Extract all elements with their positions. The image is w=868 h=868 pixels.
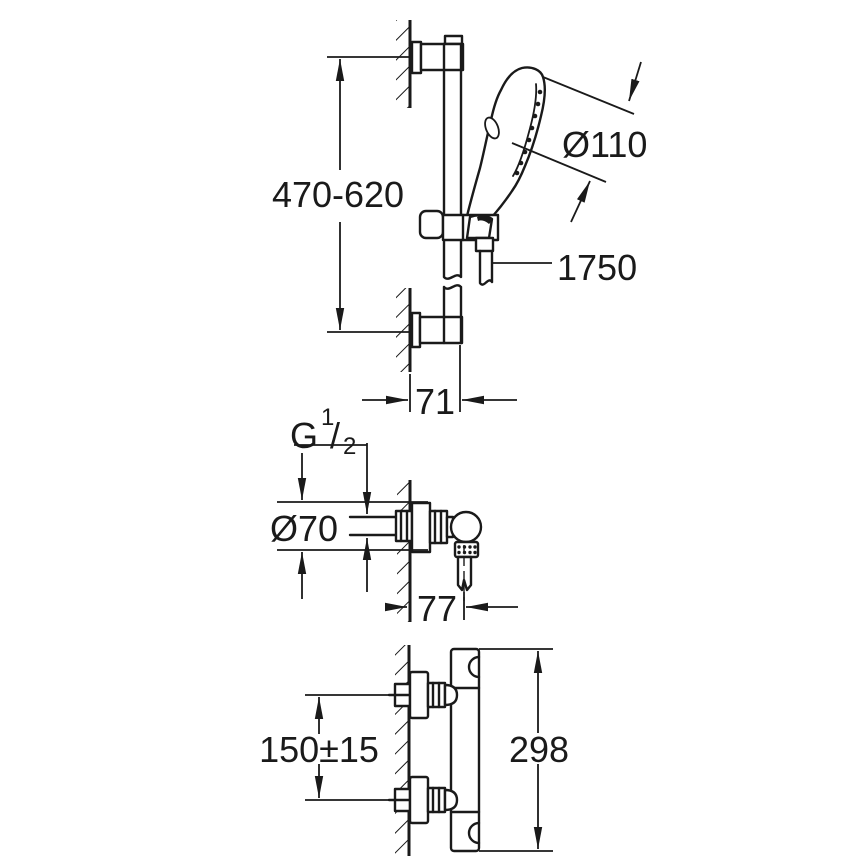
thread-numerator: 1	[321, 404, 334, 431]
wall-hatch-bottom	[396, 288, 409, 372]
dim-holder-offset-label: 77	[417, 588, 457, 629]
thread-size-label: G 1 / 2	[290, 404, 372, 592]
dimension-rail-offset: 71	[362, 345, 517, 422]
escutcheon-top	[408, 670, 430, 720]
dimension-rail-height: 470-620	[272, 56, 413, 333]
dim-hose-length-label: 1750	[557, 247, 637, 288]
thread-slash: /	[330, 415, 340, 456]
dim-body-width-label: 298	[509, 729, 569, 770]
thread-letter: G	[290, 415, 318, 456]
hose-connector	[474, 236, 495, 253]
view-slide-bar: 470-620 Ø110 1750 71	[272, 20, 647, 422]
union-nut	[428, 509, 449, 545]
dimension-head-diameter: Ø110	[511, 61, 647, 223]
top-bracket-flange	[410, 40, 423, 75]
dim-head-diameter-label: Ø110	[562, 124, 647, 165]
top-inlet-connection	[387, 670, 459, 720]
union-nut-bottom	[426, 786, 447, 814]
knurl-dots	[457, 545, 477, 555]
dim-rail-height-label: 470-620	[272, 174, 404, 215]
bottom-inlet-connection	[387, 775, 459, 825]
dimension-holder-offset: 77	[385, 588, 518, 629]
shower-rail	[442, 42, 463, 320]
rail-through-top-bracket	[442, 42, 463, 72]
ball-joint	[449, 510, 483, 544]
dimension-connection-spacing: 150±15	[259, 697, 379, 798]
top-bracket-body	[419, 42, 465, 72]
view-wall-holder: G 1 / 2 Ø70 77	[270, 404, 518, 629]
dim-escutcheon-diameter-label: Ø70	[270, 508, 338, 549]
dome-cap-bottom	[443, 788, 459, 812]
mixer-body	[449, 647, 481, 853]
knurled-nut	[453, 540, 480, 559]
dimension-hose-length: 1750	[492, 247, 637, 288]
spray-nozzles	[514, 89, 543, 176]
bottom-bracket-body	[418, 315, 464, 345]
hand-shower-head	[465, 66, 546, 219]
wall-hatch-thermostat	[395, 645, 408, 856]
dim-connection-spacing-label: 150±15	[259, 729, 379, 770]
spray-face-rim	[512, 83, 538, 177]
dimension-escutcheon-diameter: Ø70	[270, 453, 428, 599]
spray-mode-button	[484, 116, 500, 140]
holder-escutcheon	[410, 501, 432, 554]
handle-profile-arcs	[467, 655, 481, 845]
thread-nipple	[394, 509, 414, 543]
union-nut-facets	[433, 509, 443, 545]
union-nut-top	[426, 681, 447, 709]
dimension-body-width: 298	[509, 651, 569, 849]
thread-denominator: 2	[343, 433, 356, 460]
wall-hatch-top	[396, 20, 409, 108]
rail-through-bottom-bracket	[442, 316, 463, 345]
nipple-facets	[399, 509, 409, 543]
view-thermostat: 150±15 298	[259, 645, 569, 856]
holder-clamp-knob	[418, 209, 445, 240]
shower-hose	[478, 249, 494, 286]
dome-cap-top	[443, 683, 459, 707]
escutcheon-bottom	[408, 775, 430, 825]
dim-rail-offset-label: 71	[415, 381, 455, 422]
handle-joint-shadow	[477, 215, 493, 224]
supply-pipe	[348, 515, 399, 537]
